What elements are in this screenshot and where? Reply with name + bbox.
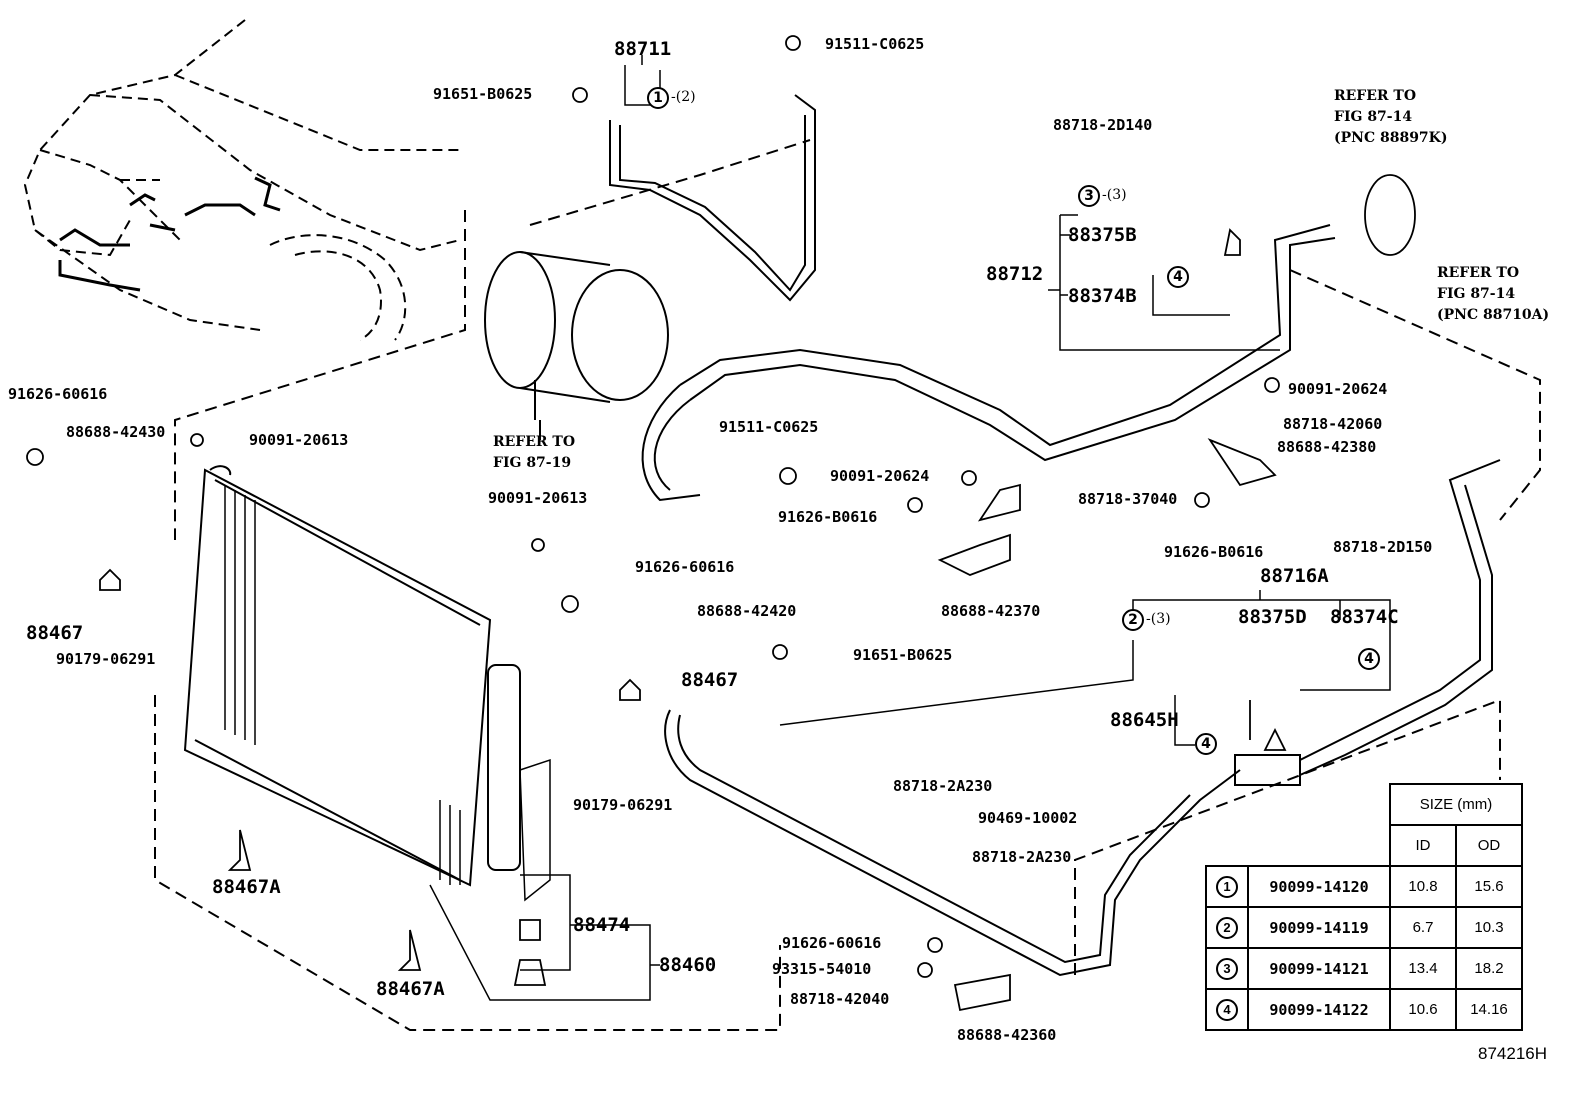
part-label-90469-10002[interactable]: 90469-10002 (978, 809, 1078, 827)
part-label-91511-c0625-mid[interactable]: 91511-C0625 (719, 418, 819, 436)
table-row: 4 90099-14122 10.6 14.16 (1205, 988, 1523, 1031)
part-label-88716a[interactable]: 88716A (1260, 565, 1329, 587)
row-od: 15.6 (1455, 865, 1523, 908)
refer-to-evaporator-right[interactable]: REFER TO FIG 87-14 (PNC 88710A) (1437, 265, 1550, 323)
part-label-88718-2a230-a[interactable]: 88718-2A230 (893, 777, 993, 795)
o-ring-marker-3: 3 (1078, 185, 1100, 207)
o-ring-qty-1: -(2) (671, 89, 696, 105)
part-label-90179-06291-left[interactable]: 90179-06291 (56, 650, 156, 668)
row-od: 14.16 (1455, 988, 1523, 1031)
part-label-91511-c0625-top[interactable]: 91511-C0625 (825, 35, 925, 53)
table-row: 2 90099-14119 6.7 10.3 (1205, 906, 1523, 949)
part-label-91626-60616-mid[interactable]: 91626-60616 (635, 558, 735, 576)
part-label-88718-42040[interactable]: 88718-42040 (790, 990, 890, 1008)
row-marker: 3 (1216, 957, 1238, 980)
part-label-88718-2a230-b[interactable]: 88718-2A230 (972, 848, 1072, 866)
row-part-number[interactable]: 90099-14119 (1247, 906, 1391, 949)
part-label-88688-42420[interactable]: 88688-42420 (697, 602, 797, 620)
row-part-number[interactable]: 90099-14120 (1247, 865, 1391, 908)
part-label-88375d[interactable]: 88375D (1238, 606, 1307, 628)
o-ring-marker-4-a: 4 (1167, 266, 1189, 288)
part-label-88374c[interactable]: 88374C (1330, 606, 1399, 628)
part-label-90091-20624-mid[interactable]: 90091-20624 (830, 467, 930, 485)
part-label-88688-42380[interactable]: 88688-42380 (1277, 438, 1377, 456)
row-id: 6.7 (1389, 906, 1457, 949)
part-label-88375b[interactable]: 88375B (1068, 224, 1137, 246)
part-label-91626-b0616-mid[interactable]: 91626-B0616 (778, 508, 878, 526)
part-label-91626-60616-left[interactable]: 91626-60616 (8, 385, 108, 403)
table-spacer (1206, 784, 1390, 825)
part-label-88688-42370[interactable]: 88688-42370 (941, 602, 1041, 620)
refer-to-evaporator-top[interactable]: REFER TO FIG 87-14 (PNC 88897K) (1334, 88, 1448, 146)
part-label-88645h[interactable]: 88645H (1110, 709, 1179, 731)
part-label-90091-20613-a[interactable]: 90091-20613 (249, 431, 349, 449)
row-marker: 4 (1216, 998, 1238, 1021)
part-label-88474[interactable]: 88474 (573, 914, 631, 936)
figure-id: 874216H (1478, 1044, 1548, 1063)
fastener-glyphs (26, 35, 1416, 1012)
part-label-88467-mid[interactable]: 88467 (681, 669, 739, 691)
part-label-88467a-b[interactable]: 88467A (376, 978, 445, 1000)
part-label-88467a-a[interactable]: 88467A (212, 876, 281, 898)
row-marker: 1 (1216, 875, 1238, 898)
part-label-88712[interactable]: 88712 (986, 263, 1044, 285)
part-label-90091-20613-b[interactable]: 90091-20613 (488, 489, 588, 507)
o-ring-qty-2: -(3) (1146, 611, 1171, 627)
o-ring-marker-2: 2 (1122, 609, 1144, 631)
o-ring-qty-3: -(3) (1102, 187, 1127, 203)
row-part-number[interactable]: 90099-14121 (1247, 947, 1391, 990)
row-id: 10.6 (1389, 988, 1457, 1031)
col-id-header: ID (1389, 824, 1457, 867)
compressor (484, 251, 669, 440)
assembly-boundaries (154, 139, 1541, 1031)
part-label-88711[interactable]: 88711 (614, 38, 672, 60)
part-label-88718-2d150[interactable]: 88718-2D150 (1333, 538, 1433, 556)
suction-hose (609, 94, 816, 302)
part-label-88718-42060[interactable]: 88718-42060 (1283, 415, 1383, 433)
part-label-93315-54010[interactable]: 93315-54010 (772, 960, 872, 978)
table-spacer (1206, 825, 1390, 866)
table-row: 1 90099-14120 10.8 15.6 (1205, 865, 1523, 908)
part-label-88688-42360[interactable]: 88688-42360 (957, 1026, 1057, 1044)
liquid-line (664, 459, 1501, 977)
part-label-91651-b0625-mid[interactable]: 91651-B0625 (853, 646, 953, 664)
o-ring-marker-4-c: 4 (1195, 733, 1217, 755)
row-od: 18.2 (1455, 947, 1523, 990)
receiver-dryer (487, 664, 551, 902)
row-marker: 2 (1216, 916, 1238, 939)
o-ring-marker-1: 1 (647, 87, 669, 109)
part-label-88718-37040[interactable]: 88718-37040 (1078, 490, 1178, 508)
col-od-header: OD (1455, 824, 1523, 867)
size-header: SIZE (mm) (1389, 783, 1523, 826)
table-row: 3 90099-14121 13.4 18.2 (1205, 947, 1523, 990)
vehicle-outline (23, 19, 461, 341)
part-label-88718-2d140[interactable]: 88718-2D140 (1053, 116, 1153, 134)
part-label-88467-left[interactable]: 88467 (26, 622, 84, 644)
row-od: 10.3 (1455, 906, 1523, 949)
row-id: 13.4 (1389, 947, 1457, 990)
leader-lines (429, 55, 1391, 1001)
condenser (183, 465, 492, 887)
discharge-hose (641, 224, 1336, 502)
row-part-number[interactable]: 90099-14122 (1247, 988, 1391, 1031)
part-label-88460[interactable]: 88460 (659, 954, 717, 976)
part-label-91651-b0625-top[interactable]: 91651-B0625 (433, 85, 533, 103)
o-ring-marker-4-b: 4 (1358, 648, 1380, 670)
refer-to-compressor[interactable]: REFER TO FIG 87-19 (493, 434, 576, 471)
part-label-90091-20624-right[interactable]: 90091-20624 (1288, 380, 1388, 398)
part-label-88688-42430[interactable]: 88688-42430 (66, 423, 166, 441)
part-label-90179-06291-mid[interactable]: 90179-06291 (573, 796, 673, 814)
part-label-91626-60616-bot[interactable]: 91626-60616 (782, 934, 882, 952)
part-label-88374b[interactable]: 88374B (1068, 285, 1137, 307)
part-label-91626-b0616-right[interactable]: 91626-B0616 (1164, 543, 1264, 561)
row-id: 10.8 (1389, 865, 1457, 908)
o-ring-size-table: SIZE (mm) ID OD 1 90099-14120 10.8 15.6 … (1205, 783, 1523, 1031)
